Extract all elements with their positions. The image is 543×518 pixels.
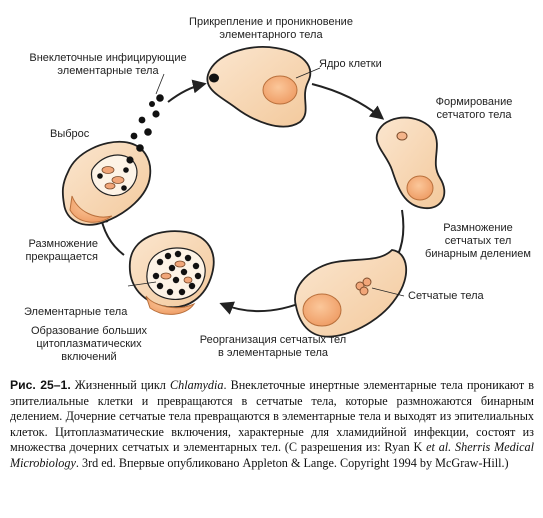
cell-reticulate-forming xyxy=(375,116,446,209)
label-nucleus: Ядро клетки xyxy=(319,58,382,70)
ruptured-inclusion xyxy=(90,154,138,197)
label-extracellular: Внеклеточные инфицирующие элементарные т… xyxy=(29,52,187,77)
reticulate-bodies xyxy=(101,166,125,190)
reticulate-pointer xyxy=(371,287,405,297)
label-release: Выброс xyxy=(50,128,90,140)
cell-attachment xyxy=(206,46,311,128)
cell-nucleus xyxy=(262,75,298,105)
label-reticulate-bodies: Сетчатые тела xyxy=(408,290,484,302)
elementary-bodies xyxy=(97,167,129,191)
extracellular-elementary-bodies xyxy=(126,94,164,164)
elementary-body-entering xyxy=(209,73,219,83)
figure-number: Рис. 25–1. xyxy=(10,378,71,392)
label-reticulate-forming: Формирование сетчатого тела xyxy=(435,96,513,121)
elementary-pointer xyxy=(127,281,157,287)
extracellular-pointer xyxy=(155,73,165,95)
cell-nucleus xyxy=(302,293,342,327)
label-inclusions: Образование больших цитоплазматических в… xyxy=(30,325,148,363)
arrow-release-to-attach xyxy=(167,79,207,103)
label-multiplication-stops: Размножение прекращается xyxy=(25,238,98,263)
reticulate-bodies-dividing xyxy=(355,277,372,296)
cell-inclusion xyxy=(128,230,215,315)
arrow-attach-to-reticulate xyxy=(311,83,385,120)
chlamydia-life-cycle-diagram xyxy=(61,46,446,338)
caption-genus: Chlamydia xyxy=(170,378,224,392)
cell-nucleus xyxy=(406,175,434,201)
cell-release xyxy=(61,140,152,226)
elementary-bodies xyxy=(152,250,202,296)
label-elementary-bodies: Элементарные тела xyxy=(24,306,128,318)
caption-citation: et al. Sherris Medical Microbiology xyxy=(10,440,534,470)
cell-nucleus xyxy=(145,295,196,315)
reticulate-bodies xyxy=(160,260,193,284)
cell-nucleus xyxy=(69,195,113,223)
label-reorganization: Реорганизация сетчатых тел в элементарны… xyxy=(199,334,347,359)
caption-text: . 3rd ed. Впервые опубликовано Appleton … xyxy=(75,455,509,470)
caption-text: . Внеклеточные инертные элементарные тел… xyxy=(10,378,534,455)
label-binary-fission: Размножение сетчатых тел бинарным делени… xyxy=(425,222,531,260)
cell-binary-fission xyxy=(294,249,408,338)
figure-caption: Рис. 25–1. Жизненный цикл Chlamydia. Вне… xyxy=(10,378,534,472)
reticulate-body-forming xyxy=(396,131,408,141)
nucleus-pointer xyxy=(295,67,321,79)
caption-text: Жизненный цикл xyxy=(70,378,170,392)
label-attachment: Прикрепление и проникновение элементарно… xyxy=(189,16,353,41)
